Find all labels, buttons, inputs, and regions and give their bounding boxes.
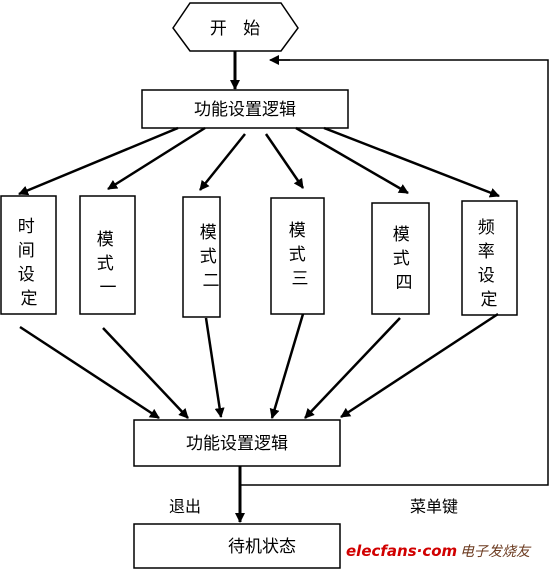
- module-mode3: 模 式 三: [270, 197, 325, 315]
- module-char: 模: [289, 221, 306, 241]
- start-node: 开 始: [172, 2, 299, 52]
- module-char: 设: [18, 265, 35, 285]
- module-char: 式: [289, 245, 306, 265]
- module-time-label: 时 间 设 定: [18, 217, 40, 309]
- watermark-brand: elecfans·com: [346, 542, 457, 560]
- module-mode3-label: 模 式 三: [289, 221, 311, 289]
- module-mode2: 模 式 二: [182, 196, 222, 318]
- module-char: 时: [18, 217, 35, 237]
- exit-label: 退出: [169, 497, 201, 516]
- module-char: 频: [478, 218, 495, 238]
- module-char: 定: [21, 289, 38, 309]
- logic-top-label: 功能设置逻辑: [194, 100, 296, 120]
- module-char: 设: [478, 266, 495, 286]
- feedback-loop-line: [240, 59, 549, 486]
- arrow-to-time: [18, 126, 179, 196]
- arrow-to-mode2: [199, 133, 246, 191]
- module-time: 时 间 设 定: [0, 195, 57, 315]
- module-mode1: 模 式 一: [79, 195, 136, 315]
- module-char: 一: [100, 278, 117, 298]
- logic-bottom-box: 功能设置逻辑: [133, 419, 341, 467]
- watermark-logo: elecfans·com 电子发烧友: [346, 542, 532, 560]
- menu-key-label: 菜单键: [410, 497, 458, 516]
- arrow-from-mode1: [102, 327, 189, 419]
- arrow-to-freq: [323, 126, 500, 198]
- module-mode4-label: 模 式 四: [393, 225, 415, 293]
- module-char: 模: [97, 230, 114, 250]
- module-char: 式: [97, 254, 114, 274]
- module-char: 四: [396, 273, 413, 293]
- module-char: 式: [393, 249, 410, 269]
- module-char: 间: [18, 241, 35, 261]
- standby-box: 待机状态: [133, 523, 341, 569]
- module-char: 定: [481, 290, 498, 310]
- module-char: 二: [203, 271, 220, 291]
- module-char: 率: [478, 242, 495, 262]
- arrow-from-mode2: [204, 317, 225, 418]
- module-char: 三: [292, 269, 309, 289]
- standby-label: 待机状态: [228, 537, 296, 557]
- module-mode4: 模 式 四: [371, 202, 430, 315]
- arrow-to-mode4: [295, 126, 409, 195]
- module-char: 模: [393, 225, 410, 245]
- arrow-from-mode3: [269, 313, 305, 419]
- logic-top-box: 功能设置逻辑: [141, 89, 349, 129]
- arrow-from-time: [19, 325, 160, 420]
- arrow-from-freq: [340, 312, 499, 419]
- module-char: 式: [200, 247, 217, 267]
- arrow-to-mode3: [264, 133, 305, 189]
- module-freq-label: 频 率 设 定: [478, 218, 500, 310]
- watermark-cn: 电子发烧友: [460, 544, 532, 560]
- module-freq: 频 率 设 定: [461, 200, 518, 316]
- logic-bottom-label: 功能设置逻辑: [186, 434, 288, 454]
- module-mode1-label: 模 式 一: [97, 230, 119, 298]
- start-label: 开 始: [210, 19, 260, 39]
- arrow-from-mode4: [304, 317, 401, 419]
- module-char: 模: [200, 223, 217, 243]
- fan-in-arrows: [19, 312, 499, 420]
- fan-out-arrows: [18, 126, 500, 198]
- arrow-to-mode1: [107, 126, 206, 191]
- module-mode2-label: 模 式 二: [200, 223, 222, 291]
